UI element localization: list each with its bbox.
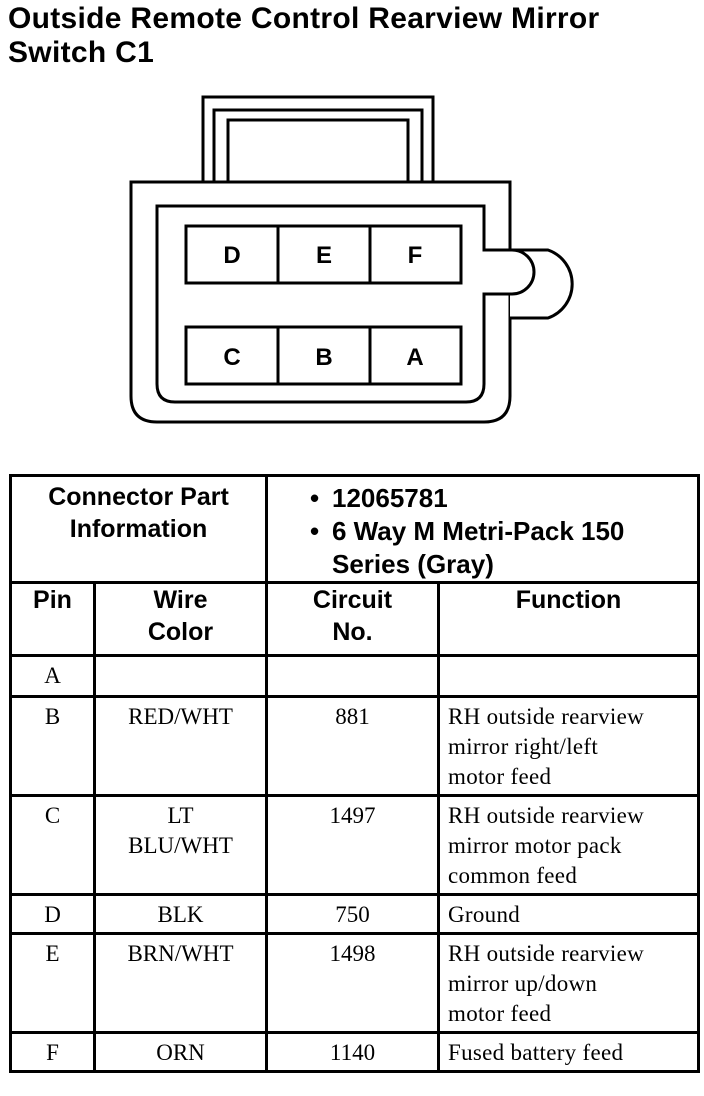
pin-value: E bbox=[45, 941, 60, 966]
function-line-2: mirror motor pack bbox=[448, 833, 622, 858]
pin-cell: A bbox=[9, 654, 96, 698]
header-circuit-line-1: Circuit bbox=[312, 586, 393, 614]
pin-cell: E bbox=[9, 932, 96, 1034]
part-info-values: 12065781 6 Way M Metri-Pack 150 Series (… bbox=[264, 474, 701, 584]
wire-cell: RED/WHT bbox=[93, 695, 268, 797]
header-function-label: Function bbox=[515, 586, 622, 614]
circuit-cell: 881 bbox=[265, 695, 440, 797]
function-cell: Fused battery feed bbox=[436, 1031, 701, 1073]
cavity-row-top bbox=[184, 224, 463, 285]
part-info-label-line-1: Connector Part bbox=[48, 483, 229, 511]
cavity-label-c: C bbox=[223, 344, 240, 371]
cavity-label-d: D bbox=[223, 242, 240, 269]
pin-cell: F bbox=[9, 1031, 96, 1073]
wire-value bbox=[96, 657, 265, 661]
pin-cell: C bbox=[9, 794, 96, 896]
cavity-label-e: E bbox=[316, 242, 332, 269]
table-row: B RED/WHT 881 RH outside rearview mirror… bbox=[9, 695, 701, 797]
part-description-line-1: 6 Way M Metri-Pack 150 bbox=[310, 515, 697, 548]
part-info-label-line-2: Information bbox=[69, 515, 208, 543]
pin-value: F bbox=[46, 1040, 59, 1065]
circuit-cell: 1497 bbox=[265, 794, 440, 896]
table-row: A bbox=[9, 654, 701, 698]
function-line-1: RH outside rearview bbox=[448, 803, 645, 828]
connector-diagram: D E F C B A bbox=[129, 95, 574, 424]
wire-cell: LT BLU/WHT bbox=[93, 794, 268, 896]
function-line-3: motor feed bbox=[448, 764, 552, 789]
table-row: F ORN 1140 Fused battery feed bbox=[9, 1031, 701, 1073]
function-line-1: RH outside rearview bbox=[448, 941, 645, 966]
circuit-cell: 1140 bbox=[265, 1031, 440, 1073]
pin-value: C bbox=[44, 803, 61, 828]
cavity-label-f: F bbox=[408, 242, 423, 269]
title-line-2: Switch C1 bbox=[8, 36, 155, 69]
pin-cell: D bbox=[9, 893, 96, 935]
circuit-value: 1140 bbox=[329, 1040, 376, 1065]
function-cell: RH outside rearview mirror up/down motor… bbox=[436, 932, 701, 1034]
wire-cell: ORN bbox=[93, 1031, 268, 1073]
header-circuit-line-2: No. bbox=[332, 618, 373, 646]
table-row: C LT BLU/WHT 1497 RH outside rearview mi… bbox=[9, 794, 701, 896]
table-row: E BRN/WHT 1498 RH outside rearview mirro… bbox=[9, 932, 701, 1034]
function-line-3: common feed bbox=[448, 863, 578, 888]
circuit-value: 1498 bbox=[329, 941, 376, 966]
circuit-value bbox=[268, 657, 437, 661]
function-cell: RH outside rearview mirror motor pack co… bbox=[436, 794, 701, 896]
wire-value: BLK bbox=[157, 902, 204, 927]
page-title: Outside Remote Control Rearview Mirror S… bbox=[8, 2, 698, 70]
table-row: D BLK 750 Ground bbox=[9, 893, 701, 935]
title-line-1: Outside Remote Control Rearview Mirror bbox=[8, 2, 600, 35]
header-pin: Pin bbox=[9, 581, 96, 657]
function-value bbox=[448, 657, 697, 661]
function-cell: RH outside rearview mirror right/left mo… bbox=[436, 695, 701, 797]
wire-cell: BRN/WHT bbox=[93, 932, 268, 1034]
header-circuit: Circuit No. bbox=[265, 581, 440, 657]
cavity-row-bottom bbox=[184, 325, 463, 386]
wire-value: ORN bbox=[156, 1040, 205, 1065]
part-info-row: Connector Part Information 12065781 6 Wa… bbox=[9, 474, 701, 584]
circuit-cell bbox=[265, 654, 440, 698]
wire-value: BRN/WHT bbox=[127, 941, 234, 966]
function-line-3: motor feed bbox=[448, 1001, 552, 1026]
connector-latch bbox=[201, 95, 435, 194]
circuit-value: 750 bbox=[335, 902, 370, 927]
wire-value-line-2: BLU/WHT bbox=[128, 833, 233, 858]
pin-value: B bbox=[44, 704, 61, 729]
part-number: 12065781 bbox=[310, 482, 697, 515]
wire-cell bbox=[93, 654, 268, 698]
circuit-cell: 750 bbox=[265, 893, 440, 935]
part-description-line-2: Series (Gray) bbox=[332, 549, 494, 579]
header-wire-color: Wire Color bbox=[93, 581, 268, 657]
cavity-label-b: B bbox=[315, 344, 332, 371]
header-wire-color-line-2: Color bbox=[147, 618, 214, 646]
function-cell bbox=[436, 654, 701, 698]
function-cell: Ground bbox=[436, 893, 701, 935]
function-line-2: mirror up/down bbox=[448, 971, 598, 996]
pinout-table: Connector Part Information 12065781 6 Wa… bbox=[9, 474, 701, 1073]
circuit-cell: 1498 bbox=[265, 932, 440, 1034]
circuit-value: 881 bbox=[335, 704, 370, 729]
function-line-1: RH outside rearview bbox=[448, 704, 645, 729]
header-function: Function bbox=[436, 581, 701, 657]
wire-cell: BLK bbox=[93, 893, 268, 935]
pin-value: A bbox=[44, 663, 61, 688]
pin-cell: B bbox=[9, 695, 96, 797]
circuit-value: 1497 bbox=[329, 803, 376, 828]
header-pin-label: Pin bbox=[33, 586, 72, 614]
function-line-2: mirror right/left bbox=[448, 734, 599, 759]
table-header-row: Pin Wire Color Circuit No. Function bbox=[9, 581, 701, 657]
wire-value-line-1: LT bbox=[167, 803, 194, 828]
cavity-label-a: A bbox=[406, 344, 423, 371]
wire-value: RED/WHT bbox=[128, 704, 233, 729]
function-value: Ground bbox=[448, 902, 521, 927]
part-info-label: Connector Part Information bbox=[9, 474, 268, 584]
function-value: Fused battery feed bbox=[448, 1040, 624, 1065]
header-wire-color-line-1: Wire bbox=[153, 586, 208, 614]
pin-value: D bbox=[44, 902, 61, 927]
